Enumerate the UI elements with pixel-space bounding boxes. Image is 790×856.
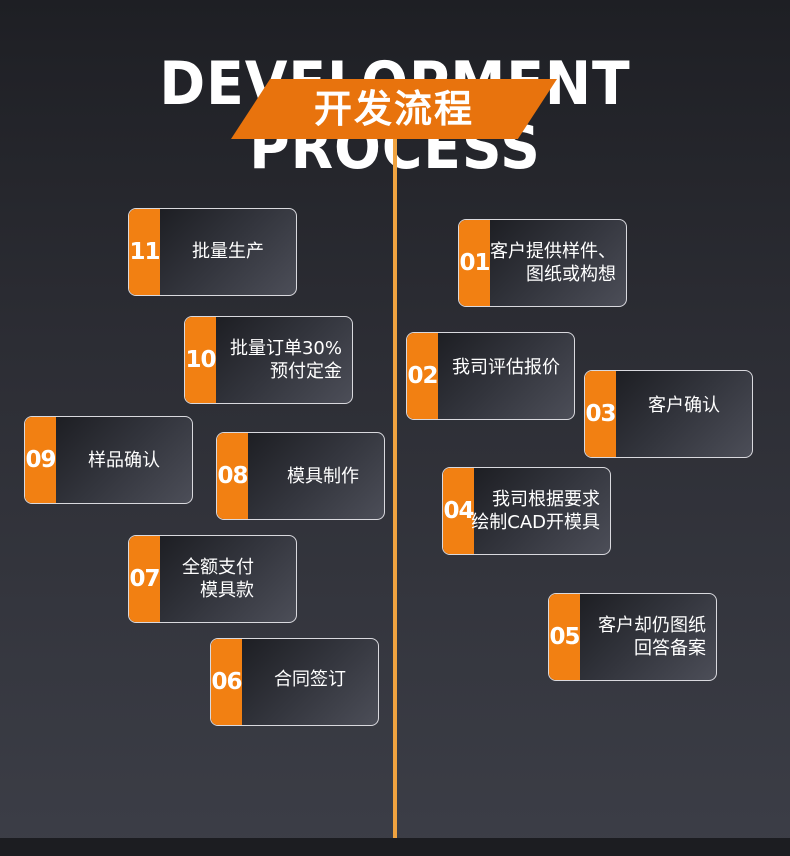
step-number: 07 <box>129 536 161 622</box>
step-label: 我司根据要求 绘制CAD开模具 <box>471 468 610 554</box>
step-label-line: 批量订单30% <box>229 338 342 359</box>
step-01-card: 01 客户提供样件、 图纸或构想 <box>458 219 627 307</box>
title-banner <box>231 79 557 139</box>
step-label-line: 回答备案 <box>634 638 706 659</box>
step-label: 批量生产 <box>160 209 296 295</box>
step-09-card: 09 样品确认 <box>24 416 193 504</box>
step-04-card: 04 我司根据要求 绘制CAD开模具 <box>442 467 611 555</box>
step-label-line: 我司根据要求 <box>492 489 600 510</box>
step-label: 批量订单30% 预付定金 <box>216 317 352 403</box>
step-number: 01 <box>459 220 491 306</box>
step-label-line: 批量生产 <box>192 241 264 262</box>
step-label-line: 样品确认 <box>88 450 160 471</box>
step-label-line: 绘制CAD开模具 <box>471 512 600 533</box>
step-label-line: 模具制作 <box>287 465 359 487</box>
step-03-card: 03 客户确认 <box>584 370 753 458</box>
step-label-line: 图纸或构想 <box>526 264 616 285</box>
step-label: 客户却仍图纸 回答备案 <box>580 594 716 680</box>
step-number: 02 <box>407 333 439 419</box>
step-label-line: 客户提供样件、 <box>490 241 616 262</box>
step-10-card: 10 批量订单30% 预付定金 <box>184 316 353 404</box>
step-label: 合同签订 <box>242 639 378 725</box>
step-label-line: 模具款 <box>200 580 254 601</box>
step-number: 11 <box>129 209 161 295</box>
step-label: 全额支付 模具款 <box>160 536 296 622</box>
chinese-title: 开发流程 <box>313 87 474 131</box>
step-06-card: 06 合同签订 <box>210 638 379 726</box>
step-08-card: 08 模具制作 <box>216 432 385 520</box>
step-number: 04 <box>443 468 475 554</box>
step-label-line: 客户确认 <box>648 395 720 416</box>
step-label: 客户确认 <box>616 371 752 457</box>
step-02-card: 02 我司评估报价 <box>406 332 575 420</box>
step-label-line: 预付定金 <box>270 361 342 382</box>
step-label: 我司评估报价 <box>438 333 574 419</box>
step-label: 模具制作 <box>248 433 384 519</box>
step-number: 03 <box>585 371 617 457</box>
step-number: 05 <box>549 594 581 680</box>
step-label-line: 我司评估报价 <box>452 357 560 378</box>
step-label: 客户提供样件、 图纸或构想 <box>490 220 626 306</box>
step-07-card: 07 全额支付 模具款 <box>128 535 297 623</box>
step-label: 样品确认 <box>56 417 192 503</box>
step-number: 08 <box>217 433 249 519</box>
step-label-line: 合同签订 <box>274 669 346 690</box>
step-number: 10 <box>185 317 217 403</box>
step-label-line: 客户却仍图纸 <box>598 615 706 636</box>
step-11-card: 11 批量生产 <box>128 208 297 296</box>
timeline-line <box>393 139 397 838</box>
step-label-line: 全额支付 <box>182 557 254 578</box>
step-05-card: 05 客户却仍图纸 回答备案 <box>548 593 717 681</box>
step-number: 09 <box>25 417 57 503</box>
footer-bar <box>0 838 790 856</box>
step-number: 06 <box>211 639 243 725</box>
